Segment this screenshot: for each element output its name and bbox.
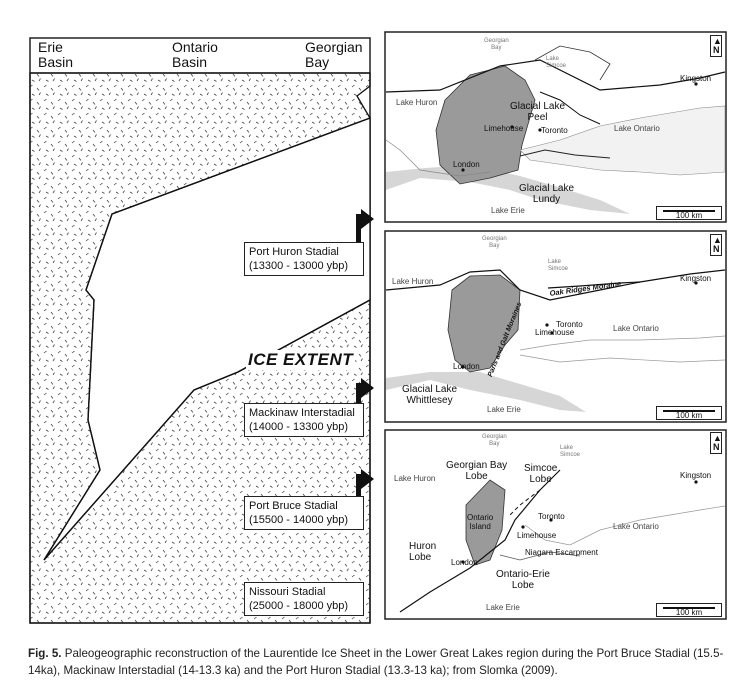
map1-kingston: Kingston [680, 74, 712, 83]
arrow-icon [361, 469, 374, 489]
map2-limehouse: Limehouse [535, 328, 575, 337]
map3-kingston: Kingston [680, 471, 712, 480]
stage-connector [356, 383, 361, 413]
map-port-bruce [384, 429, 727, 620]
map1-scale-bar: 100 km [656, 206, 722, 220]
map-port-huron [384, 31, 727, 223]
map3-lake-erie: Lake Erie [486, 603, 520, 612]
map1-lake-huron: Lake Huron [396, 98, 438, 107]
map2-lake-erie: Lake Erie [487, 405, 521, 414]
map3-niagara-escarpment: Niagara Escarpment [525, 548, 598, 557]
map2-toronto: Toronto [556, 320, 583, 329]
stage-connector [356, 214, 361, 244]
arrow-icon [361, 378, 374, 398]
map2-scale-bar: 100 km [656, 406, 722, 420]
map1-north-arrow-icon: ▲N [710, 35, 722, 57]
stage-connector [356, 474, 361, 504]
map3-toronto: Toronto [538, 512, 565, 521]
map3-london: London [451, 558, 478, 567]
ice-extent-label: ICE EXTENT [246, 350, 356, 370]
map2-lake-ontario: Lake Ontario [613, 324, 659, 333]
map2-north-arrow-icon: ▲N [710, 234, 722, 256]
caption-label: Fig. 5. [28, 647, 62, 660]
arrow-icon [361, 209, 374, 229]
figure-graphics [29, 31, 727, 624]
map-mackinaw [384, 230, 727, 423]
stage-port-huron: Port Huron Stadial(13300 - 13000 ybp) [244, 242, 364, 276]
ice-margin-line [43, 117, 371, 561]
map3-lake-huron: Lake Huron [394, 474, 436, 483]
map1-lake-ontario: Lake Ontario [614, 124, 660, 133]
map3-limehouse: Limehouse [517, 531, 557, 540]
map1-lake-erie: Lake Erie [491, 206, 525, 215]
map1-limehouse: Limehouse [484, 124, 524, 133]
map1-toronto: Toronto [541, 126, 568, 135]
map3-lake-ontario: Lake Ontario [613, 522, 659, 531]
stage-nissouri: Nissouri Stadial(25000 - 18000 ybp) [244, 582, 364, 616]
map2-lake-huron: Lake Huron [392, 277, 434, 286]
map1-london: London [453, 160, 480, 169]
caption-text: Paleogeographic reconstruction of the La… [28, 647, 724, 677]
figure-caption: Fig. 5. Paleogeographic reconstruction o… [28, 645, 733, 679]
map2-london: London [453, 362, 480, 371]
map2-kingston: Kingston [680, 274, 712, 283]
stage-mackinaw: Mackinaw Interstadial(14000 - 13300 ybp) [244, 403, 364, 437]
map3-scale-bar: 100 km [656, 603, 722, 617]
map3-north-arrow-icon: ▲N [710, 432, 722, 454]
stage-port-bruce: Port Bruce Stadial(15500 - 14000 ybp) [244, 496, 364, 530]
